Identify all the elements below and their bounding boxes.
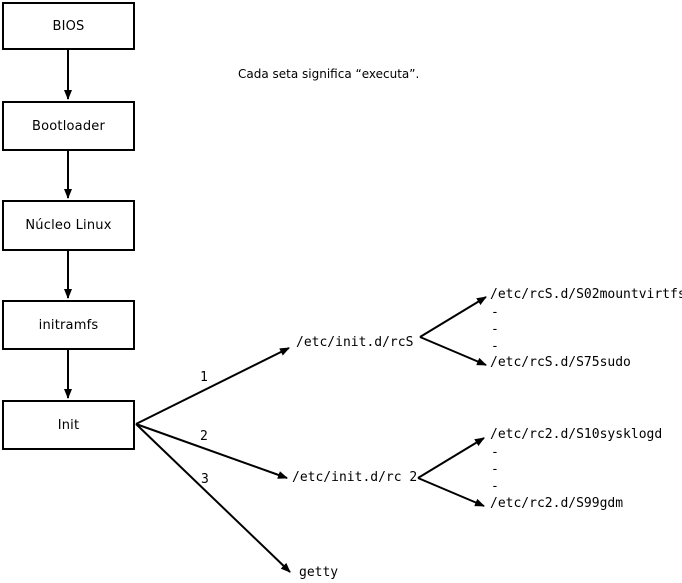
rc2-ellipsis-dash-3: -	[491, 479, 499, 494]
rcs-branch-arrow-last	[419, 336, 487, 366]
node-bootloader: Bootloader	[2, 101, 135, 151]
rcs-branch-arrow-first	[419, 296, 487, 338]
rc2-branch-arrow-first	[417, 437, 485, 479]
branch-number-2: 2	[200, 429, 208, 444]
branch-number-1: 1	[200, 370, 208, 385]
rcs-ellipsis-dash-1: -	[491, 305, 499, 320]
rc2-branch-arrow-last	[417, 477, 485, 507]
node-initramfs: initramfs	[2, 300, 135, 350]
node-init: Init	[2, 400, 135, 450]
node-kernel-label: Núcleo Linux	[25, 218, 112, 233]
label-rc2-first-script: /etc/rc2.d/S10sysklogd	[490, 427, 663, 442]
label-init-d-rcs: /etc/init.d/rcS	[296, 335, 414, 350]
label-rc2-last-script: /etc/rc2.d/S99gdm	[490, 496, 624, 511]
node-kernel: Núcleo Linux	[2, 200, 135, 251]
node-init-label: Init	[57, 417, 80, 433]
rcs-ellipsis-dash-3: -	[491, 339, 499, 354]
rcs-ellipsis-dash-2: -	[491, 322, 499, 337]
label-rcs-last-script: /etc/rcS.d/S75sudo	[490, 355, 631, 370]
init-branch-arrow-2	[135, 423, 288, 479]
node-bootloader-label: Bootloader	[31, 118, 106, 134]
rc2-ellipsis-dash-1: -	[491, 445, 499, 460]
init-branch-arrow-3	[135, 423, 291, 573]
label-rcs-first-script: /etc/rcS.d/S02mountvirtfs	[490, 287, 682, 302]
node-initramfs-label: initramfs	[38, 317, 99, 333]
label-getty: getty	[299, 565, 339, 580]
branch-number-3: 3	[201, 472, 209, 487]
init-branch-arrow-1	[135, 347, 290, 425]
node-bios: BIOS	[2, 2, 135, 50]
rc2-ellipsis-dash-2: -	[491, 462, 499, 477]
label-init-d-rc2: /etc/init.d/rc 2	[292, 470, 418, 485]
diagram-caption: Cada seta significa “executa”.	[238, 67, 420, 81]
node-bios-label: BIOS	[52, 18, 85, 34]
